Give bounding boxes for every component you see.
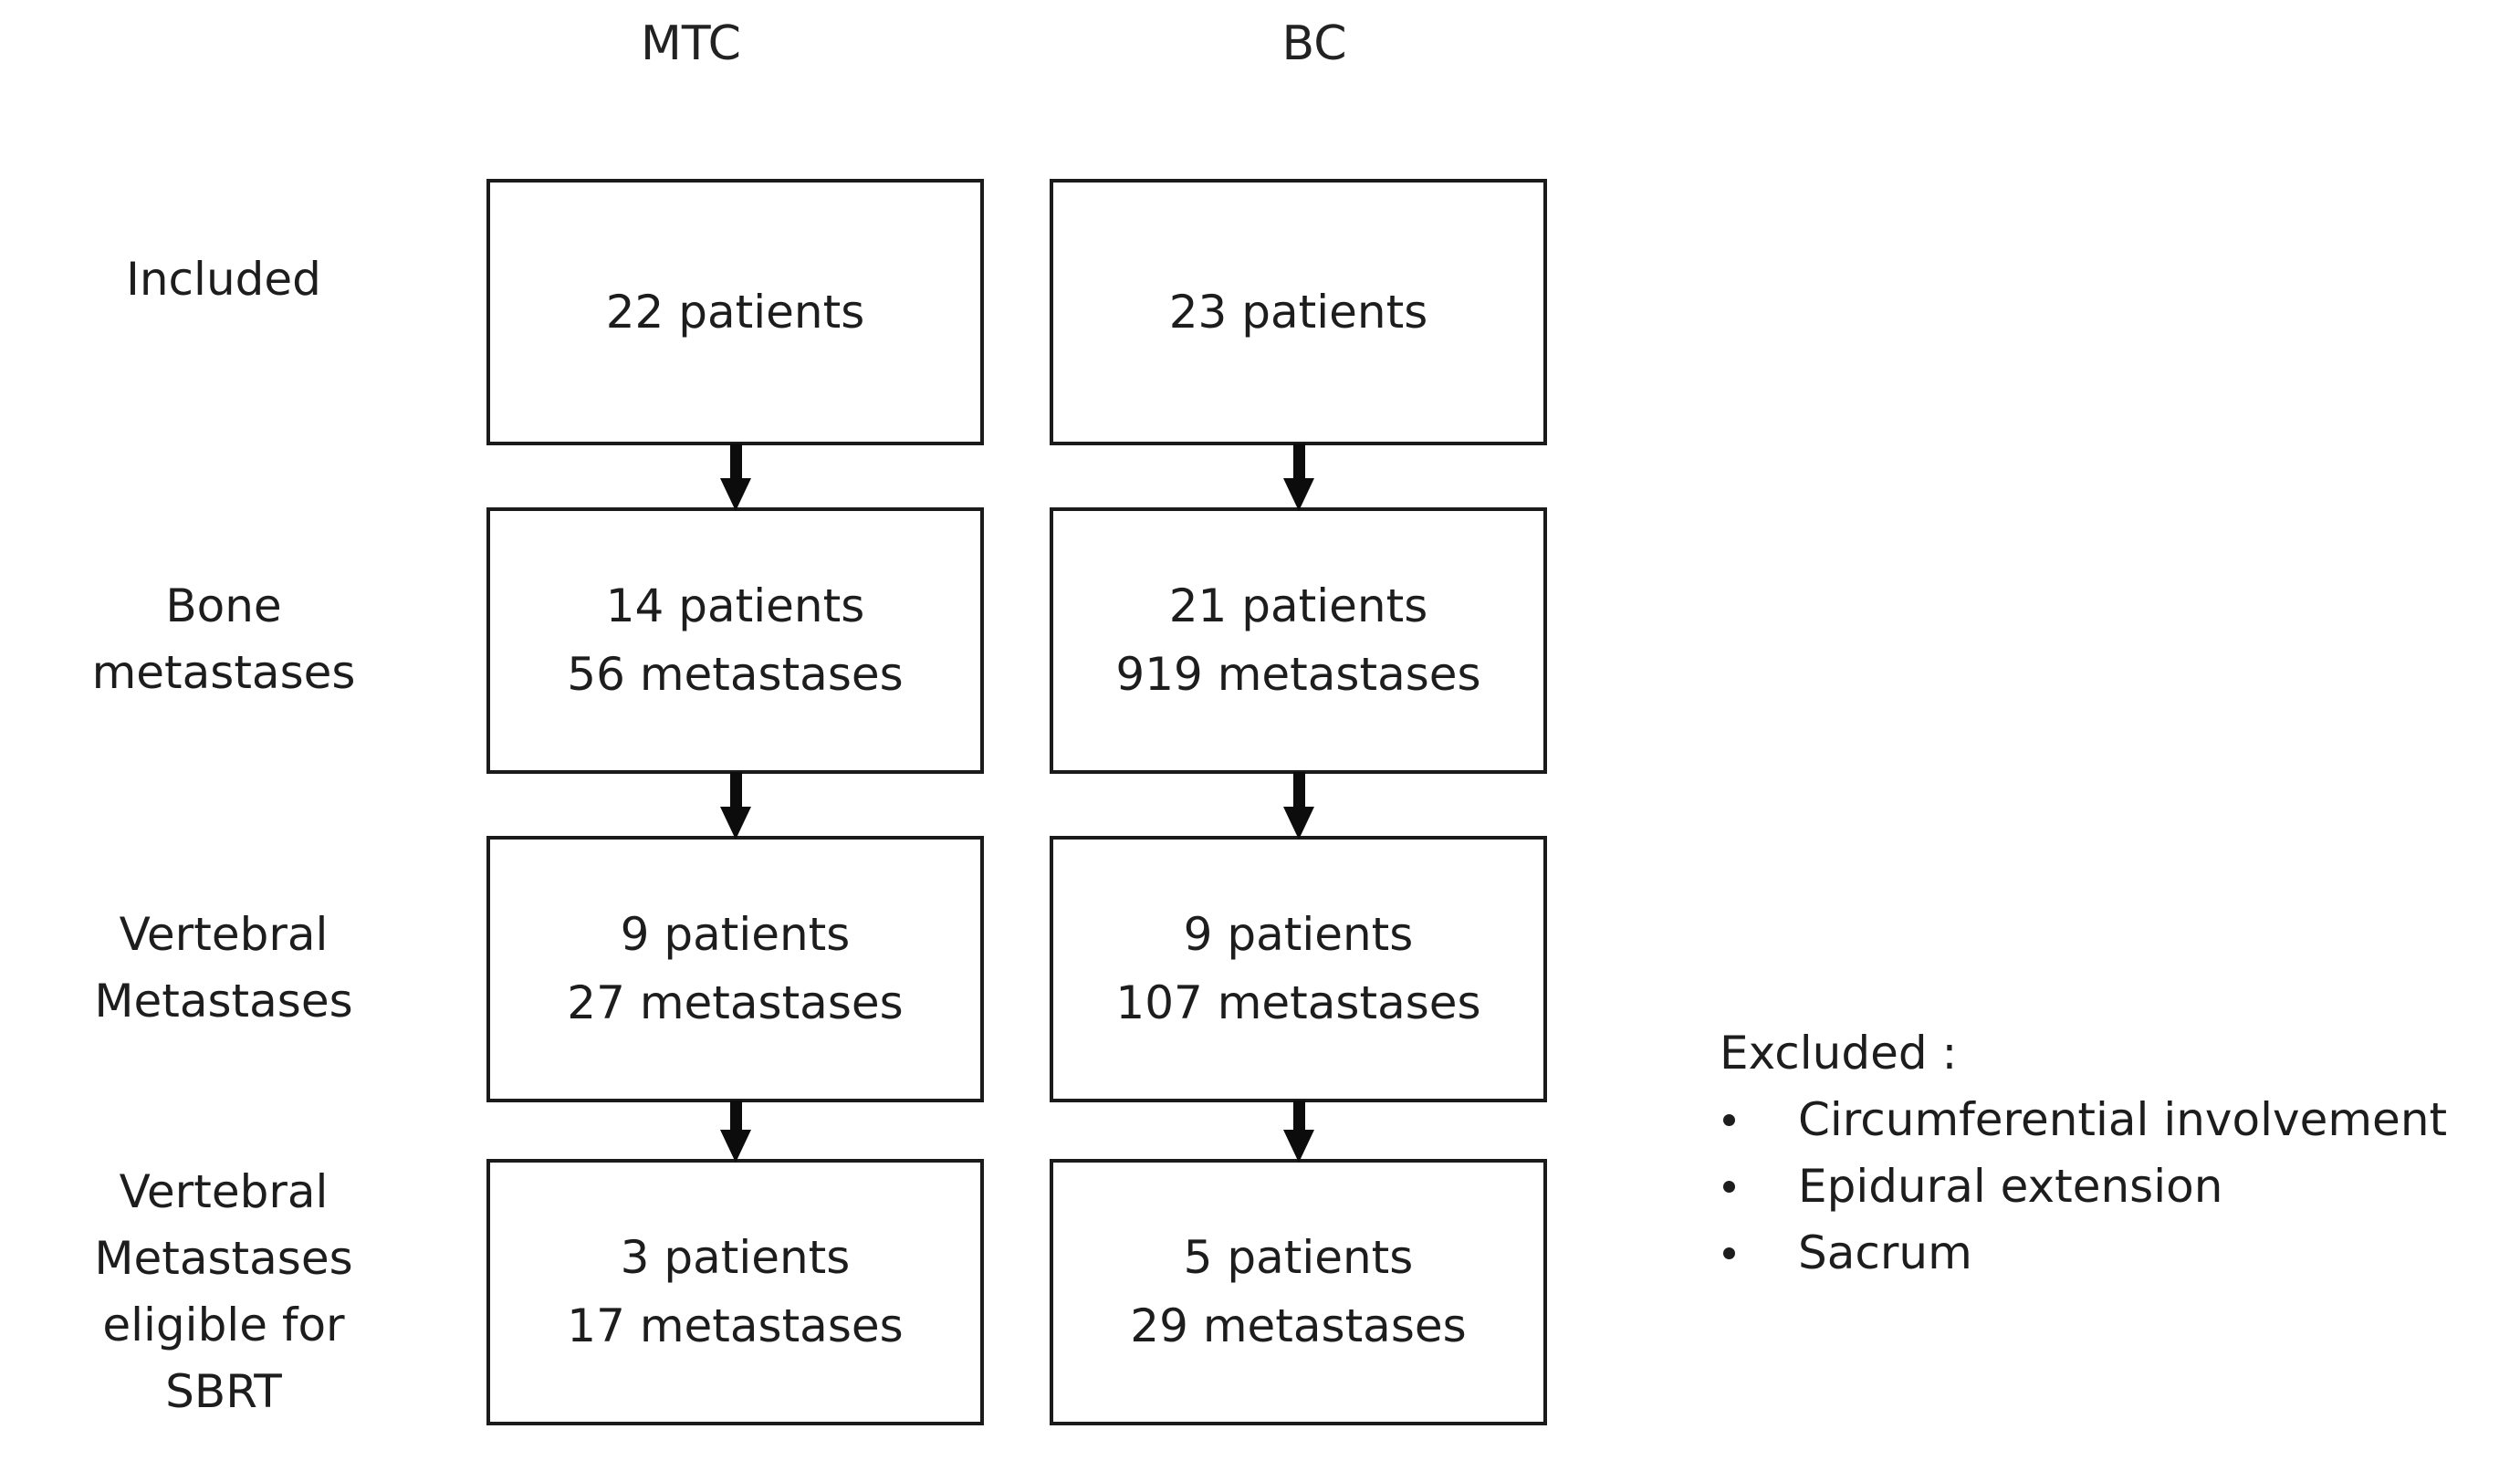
- stage-label-line: Vertebral: [119, 908, 329, 961]
- flow-box-line: 17 metastases: [567, 1299, 904, 1352]
- excluded-item-label: Circumferential involvement: [1798, 1093, 2448, 1146]
- flow-box-line: 27 metastases: [567, 976, 904, 1029]
- flow-box-line: 3 patients: [620, 1231, 851, 1284]
- stage-label-bone-metastases: Bone metastases: [32, 573, 415, 706]
- stage-label-line: metastases: [91, 646, 356, 699]
- flow-box-bc-included: 23 patients: [1050, 179, 1547, 445]
- excluded-block: Excluded : Circumferential involvement E…: [1720, 1020, 2468, 1287]
- bullet-icon: [1723, 1247, 1735, 1259]
- stage-label-line: Bone: [165, 579, 282, 632]
- flow-box-line: 22 patients: [605, 285, 865, 339]
- flow-box-line: 56 metastases: [567, 648, 904, 701]
- excluded-title: Excluded :: [1720, 1027, 1958, 1080]
- bullet-icon: [1723, 1114, 1735, 1126]
- stage-label-line: Metastases: [94, 1232, 353, 1285]
- flow-box-bc-vertebral-metastases-eligible-sbrt: 5 patients 29 metastases: [1050, 1159, 1547, 1425]
- stage-label-vertebral-metastases-eligible-sbrt: Vertebral Metastases eligible for SBRT: [32, 1159, 415, 1425]
- flow-box-line: 14 patients: [605, 579, 865, 632]
- flow-box-bc-vertebral-metastases: 9 patients 107 metastases: [1050, 836, 1547, 1102]
- bullet-icon: [1723, 1181, 1735, 1193]
- stage-label-line: SBRT: [165, 1365, 282, 1418]
- stage-label-line: Vertebral: [119, 1165, 329, 1218]
- flow-box-mtc-included: 22 patients: [486, 179, 984, 445]
- flow-box-mtc-vertebral-metastases: 9 patients 27 metastases: [486, 836, 984, 1102]
- stage-label-line: Included: [126, 253, 321, 306]
- arrow-down-bc-included-to-bone: [1283, 443, 1314, 511]
- excluded-item-label: Epidural extension: [1798, 1160, 2223, 1213]
- flow-box-line: 23 patients: [1168, 285, 1428, 339]
- arrow-down-bc-vertebral-to-sbrt: [1283, 1101, 1314, 1163]
- flow-box-line: 21 patients: [1168, 579, 1428, 632]
- arrow-down-bc-bone-to-vertebral: [1283, 772, 1314, 840]
- excluded-list-item: Sacrum: [1720, 1220, 2468, 1287]
- flow-box-line: 9 patients: [1183, 908, 1414, 961]
- flow-box-mtc-bone-metastases: 14 patients 56 metastases: [486, 507, 984, 774]
- excluded-list-item: Circumferential involvement: [1720, 1087, 2468, 1153]
- flow-box-mtc-vertebral-metastases-eligible-sbrt: 3 patients 17 metastases: [486, 1159, 984, 1425]
- stage-label-vertebral-metastases: Vertebral Metastases: [32, 902, 415, 1035]
- flow-box-line: 5 patients: [1183, 1231, 1414, 1284]
- arrow-down-mtc-bone-to-vertebral: [720, 772, 751, 840]
- arrow-down-mtc-included-to-bone: [720, 443, 751, 511]
- flow-box-line: 107 metastases: [1115, 976, 1481, 1029]
- column-header-bc: BC: [1281, 16, 1347, 71]
- stage-label-line: Metastases: [94, 975, 353, 1028]
- flow-box-line: 9 patients: [620, 908, 851, 961]
- column-header-mtc: MTC: [641, 16, 741, 71]
- excluded-list-item: Epidural extension: [1720, 1153, 2468, 1220]
- stage-label-included: Included: [32, 246, 415, 313]
- stage-label-line: eligible for: [102, 1299, 345, 1351]
- flow-box-line: 29 metastases: [1130, 1299, 1467, 1352]
- flow-box-line: 919 metastases: [1115, 648, 1481, 701]
- flow-box-bc-bone-metastases: 21 patients 919 metastases: [1050, 507, 1547, 774]
- excluded-item-label: Sacrum: [1798, 1226, 1972, 1279]
- arrow-down-mtc-vertebral-to-sbrt: [720, 1101, 751, 1163]
